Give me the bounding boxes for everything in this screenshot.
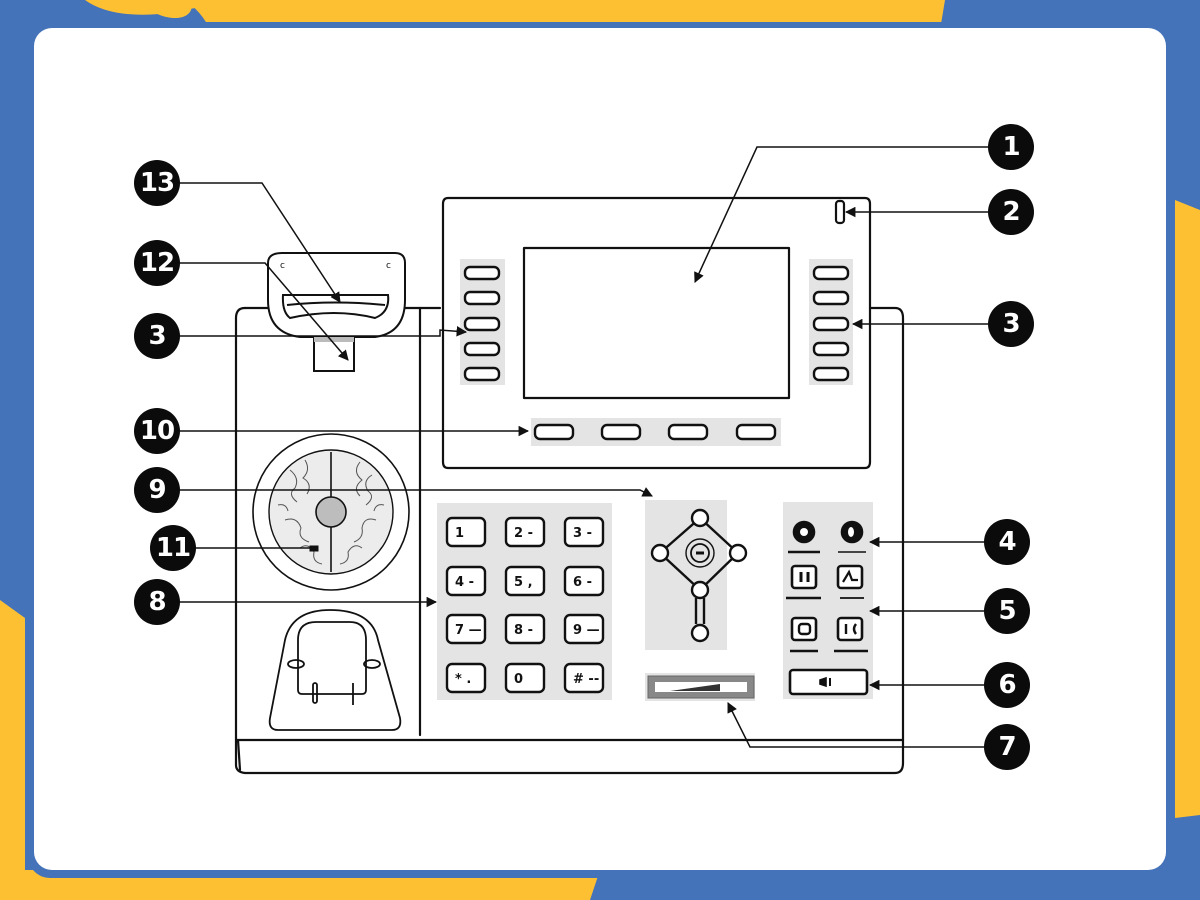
svg-text:8 -: 8 -: [514, 623, 533, 638]
callout-8: 8: [134, 579, 180, 625]
line-keys-left: [463, 265, 501, 382]
phone-base: [234, 306, 905, 775]
callout-3-left: 3: [134, 313, 180, 359]
speaker: [252, 433, 410, 591]
lcd-screen: [522, 246, 791, 400]
hookswitch: c c: [267, 252, 406, 372]
svg-text:# --: # --: [573, 672, 599, 687]
svg-text:9 —: 9 —: [573, 623, 600, 638]
display-housing: [441, 196, 872, 470]
callout-13: 13: [134, 160, 180, 206]
callout-2: 2: [988, 189, 1034, 235]
handset-cradle: [268, 609, 402, 731]
callout-5: 5: [984, 588, 1030, 634]
power-led: [834, 199, 846, 225]
svg-text:6 -: 6 -: [573, 575, 592, 590]
callout-12: 12: [134, 240, 180, 286]
callout-4: 4: [984, 519, 1030, 565]
navigation-keys: [650, 508, 748, 643]
callout-7: 7: [984, 724, 1030, 770]
svg-text:c: c: [280, 261, 285, 271]
keypad: [445, 516, 605, 694]
svg-text:3 -: 3 -: [573, 526, 592, 541]
svg-text:* .: * .: [455, 672, 471, 687]
svg-text:1: 1: [455, 526, 464, 541]
soft-keys: [533, 423, 777, 441]
callout-1: 1: [988, 124, 1034, 170]
svg-text:4 -: 4 -: [455, 575, 474, 590]
svg-text:5 ,: 5 ,: [514, 575, 533, 590]
speakerphone-key: [788, 668, 869, 696]
svg-text:0: 0: [514, 672, 523, 687]
volume-key: [647, 675, 755, 699]
function-keys: [786, 520, 869, 696]
callout-9: 9: [134, 467, 180, 513]
reversible-tab: [313, 336, 355, 372]
svg-text:2 -: 2 -: [514, 526, 533, 541]
callout-11: 11: [150, 525, 196, 571]
callout-3-right: 3: [988, 301, 1034, 347]
diagram-card: [34, 28, 1166, 870]
svg-text:7 —: 7 —: [455, 623, 482, 638]
line-keys-right: [812, 265, 850, 382]
svg-text:c: c: [386, 261, 391, 271]
callout-6: 6: [984, 662, 1030, 708]
callout-10: 10: [134, 408, 180, 454]
